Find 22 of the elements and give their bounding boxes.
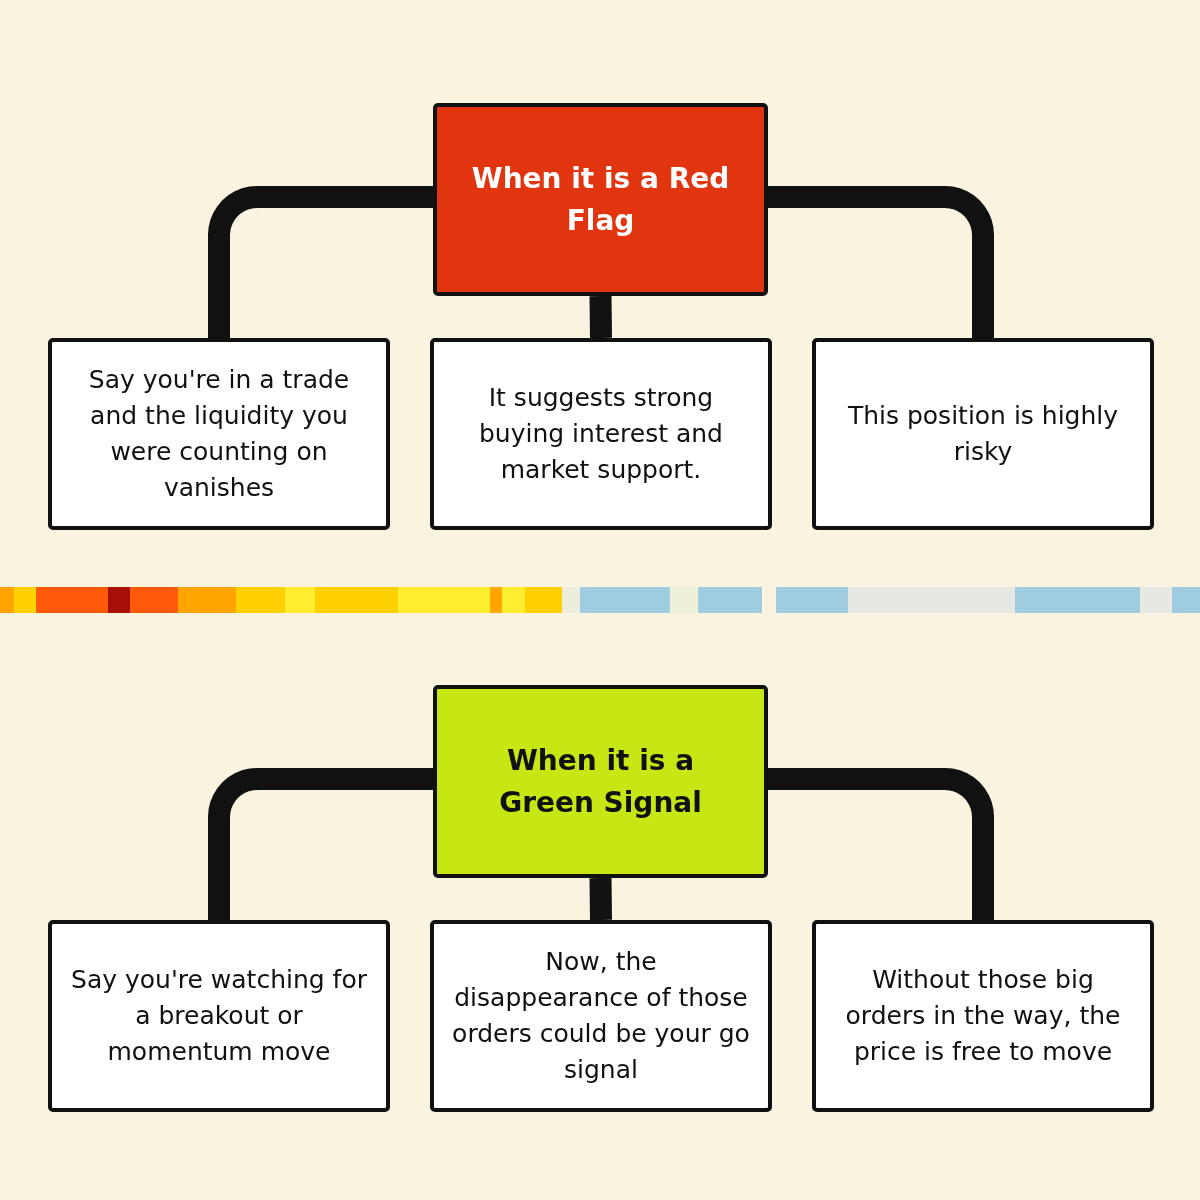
text-box (812, 338, 1154, 530)
connector-line (589, 877, 612, 921)
text-box (48, 338, 390, 530)
body-text: Say you're watching for a breakout or momentum move (70, 964, 368, 1068)
connector-line (208, 186, 433, 338)
body-text: This position is highly risky (846, 400, 1120, 468)
body-text: It suggests strong buying interest and market support. (478, 382, 724, 486)
text-box (430, 338, 772, 530)
header-box (433, 685, 768, 878)
text-box (430, 920, 772, 1112)
body-text: Now, the disappearance of those orders could be your go signal (452, 946, 750, 1086)
body-text: Without those big orders in the way, the price is free to move (844, 964, 1122, 1068)
heading-text: When it is a Red Flag (470, 160, 731, 239)
text-box (812, 920, 1154, 1112)
connector-line (768, 186, 994, 338)
text-box (48, 920, 390, 1112)
heading-text: When it is a Green Signal (498, 742, 703, 821)
connector-line (768, 768, 994, 920)
body-text: Say you're in a trade and the liquidity you were counting on vanishes (87, 364, 351, 504)
connector-line (589, 295, 612, 339)
connector-line (208, 768, 433, 920)
header-box (433, 103, 768, 296)
